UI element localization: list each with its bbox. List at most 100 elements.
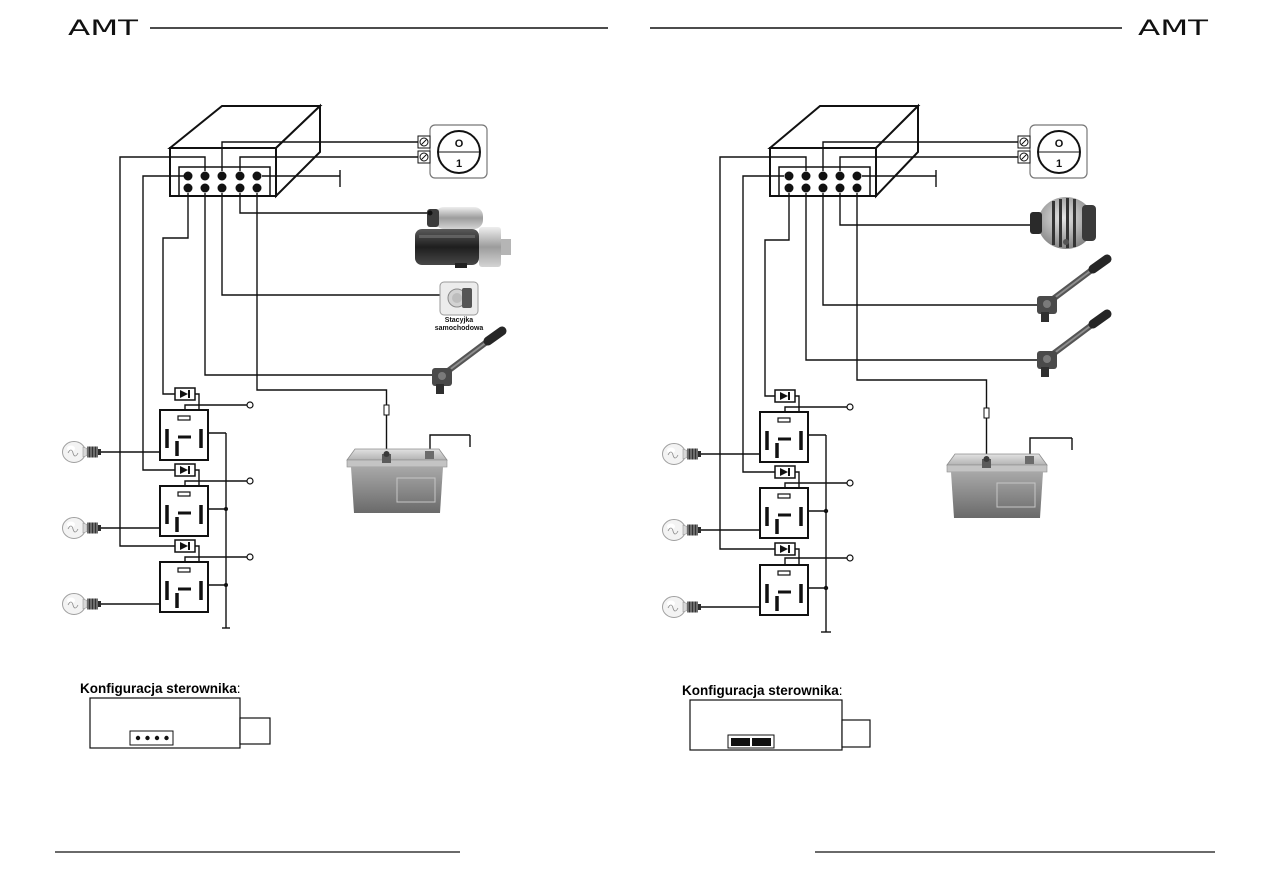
- diode-icon: [174, 387, 196, 401]
- jumper-2-bar-icon: [727, 734, 775, 749]
- terminal-circle: [846, 479, 854, 487]
- switch-label-bottom: 1: [1056, 158, 1062, 170]
- pin: [818, 183, 828, 193]
- relay-unit-2: [62, 463, 254, 539]
- pin: [235, 183, 245, 193]
- relay-icon: [758, 486, 810, 540]
- wire-alternator: [839, 193, 1033, 226]
- config-title: Konfiguracja sterownika: [682, 683, 839, 698]
- relay-unit-1: [62, 387, 254, 463]
- wire-stalk: [204, 193, 432, 376]
- wire-relay3-feed: [719, 156, 807, 550]
- pin: [784, 171, 794, 181]
- relay-icon: [158, 408, 210, 462]
- toggle-switch: O 1: [1017, 124, 1088, 179]
- wire-starter: [239, 193, 430, 214]
- left-page: AMT: [55, 16, 608, 853]
- right-page: AMT: [650, 16, 1215, 853]
- terminal-circle: [246, 477, 254, 485]
- wire-battery-feed: [856, 193, 988, 408]
- relay-unit-3: [62, 539, 254, 615]
- wire-relay1-feed: [764, 193, 790, 397]
- pin: [835, 171, 845, 181]
- config-colon: :: [839, 683, 843, 698]
- pin: [852, 183, 862, 193]
- pin: [252, 183, 262, 193]
- pin: [183, 183, 193, 193]
- wire-diode-coil: [795, 548, 800, 565]
- relay-bank: [662, 389, 854, 633]
- pin: [852, 171, 862, 181]
- pin: [252, 171, 262, 181]
- pin: [801, 183, 811, 193]
- wire-relay2-feed: [742, 175, 784, 473]
- wire-battery-feed: [256, 193, 388, 405]
- battery-icon: [946, 453, 1048, 519]
- config-title: Konfiguracja sterownika: [80, 681, 237, 696]
- relay-bank: [62, 387, 254, 629]
- controller-connector: [178, 166, 271, 197]
- ignition-label-line1: Stacyjka: [445, 317, 474, 324]
- config-colon: :: [237, 681, 241, 696]
- diode-icon: [174, 463, 196, 477]
- diode-icon: [174, 539, 196, 553]
- relay-unit-1: [662, 389, 854, 465]
- pin: [217, 171, 227, 181]
- wire-battery-ground: [429, 434, 470, 451]
- config-diagram: [89, 697, 271, 749]
- relay-icon: [758, 563, 810, 617]
- connector-pins: [183, 171, 262, 193]
- pin: [217, 183, 227, 193]
- wire-relay2-feed: [142, 175, 184, 471]
- controller-connector: [778, 166, 871, 197]
- relay-unit-2: [662, 465, 854, 541]
- right-wires: [719, 141, 1073, 550]
- fuse-icon: [983, 407, 990, 419]
- wire-stalk-2: [805, 193, 1038, 361]
- toggle-switch: O 1: [417, 124, 488, 179]
- config-module-plug: [239, 717, 271, 745]
- wire-relay1-feed: [162, 193, 189, 395]
- config-diagram: [689, 699, 871, 751]
- pin: [200, 171, 210, 181]
- left-wires: [119, 141, 471, 547]
- pin: [235, 171, 245, 181]
- relay-icon: [158, 484, 210, 538]
- diode-icon: [774, 465, 796, 479]
- switch-label-top: O: [455, 138, 464, 150]
- terminal-circle: [246, 401, 254, 409]
- fuse-icon: [383, 404, 390, 416]
- switch-label-top: O: [1055, 138, 1064, 150]
- diode-icon: [774, 542, 796, 556]
- amt-logo: AMT: [68, 16, 138, 40]
- config-heading: Konfiguracja sterownika:: [682, 683, 843, 698]
- terminal-circle: [846, 554, 854, 562]
- jumper-4-pin-icon: [129, 730, 174, 746]
- config-heading: Konfiguracja sterownika:: [80, 681, 241, 696]
- ignition-switch-icon: [439, 281, 479, 316]
- wire-stalk-1: [822, 193, 1038, 306]
- wire-switch-b: [239, 156, 420, 171]
- relay-icon: [158, 560, 210, 614]
- alternator-icon: [1030, 197, 1096, 249]
- switch-label-bottom: 1: [456, 158, 462, 170]
- wire-relay3-feed: [119, 156, 206, 547]
- pin: [835, 183, 845, 193]
- terminal-circle: [846, 403, 854, 411]
- pin: [183, 171, 193, 181]
- wire-switch-a: [221, 141, 420, 171]
- wire-battery-ground: [1029, 437, 1072, 456]
- connector-pins: [784, 171, 862, 193]
- starter-motor-icon: [415, 207, 511, 268]
- pin: [784, 183, 794, 193]
- wire-switch-a: [822, 141, 1018, 171]
- terminal-circle: [246, 553, 254, 561]
- pin: [801, 171, 811, 181]
- relay-icon: [758, 410, 810, 464]
- ignition-label-line2: samochodowa: [435, 325, 484, 332]
- wire-switch-b: [839, 156, 1018, 171]
- relay-unit-3: [662, 542, 854, 618]
- pin: [200, 183, 210, 193]
- diode-icon: [774, 389, 796, 403]
